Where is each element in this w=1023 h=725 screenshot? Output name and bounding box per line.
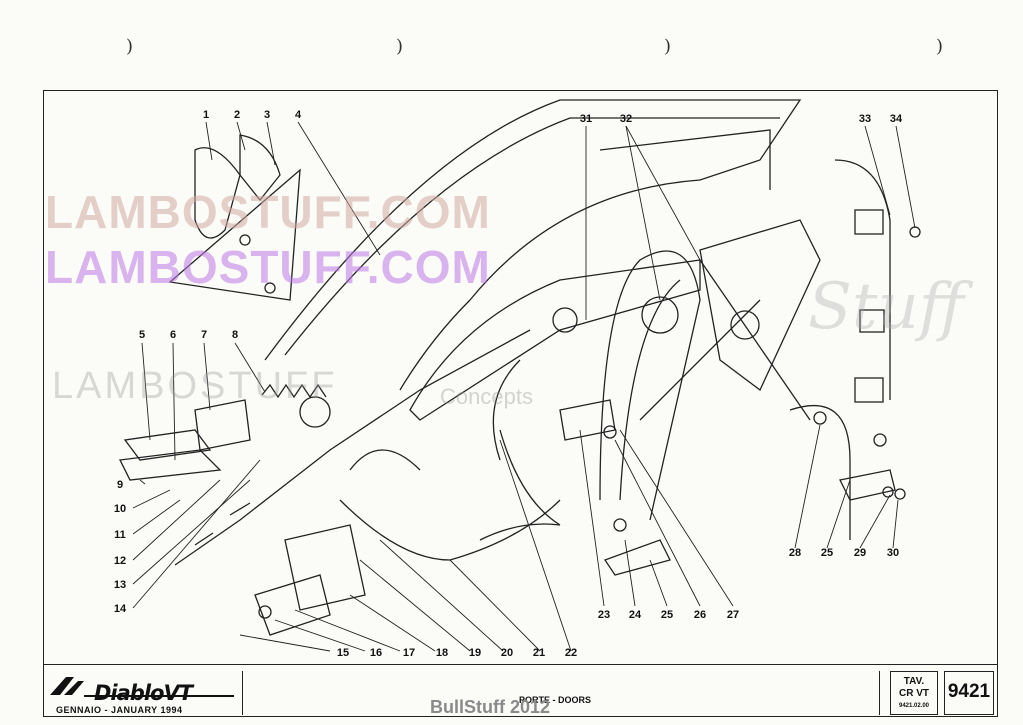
watermark-concepts: Concepts bbox=[440, 384, 533, 409]
description-box: PORTE - DOORS bbox=[242, 671, 880, 715]
bracket-24 bbox=[604, 539, 671, 576]
wiring-harness bbox=[339, 449, 561, 561]
callout-15: 15 bbox=[337, 647, 349, 659]
sheet-number: 9421 bbox=[944, 671, 994, 715]
punch-mark: ) bbox=[396, 36, 404, 57]
callout-28: 28 bbox=[789, 547, 801, 559]
door-panel bbox=[409, 259, 701, 421]
watermark-lambostuff: LAMBOSTUFF.COM bbox=[45, 241, 491, 293]
lock-module bbox=[284, 524, 366, 611]
mirror-glass bbox=[194, 147, 241, 239]
callout-25: 25 bbox=[661, 609, 673, 621]
hinge-plate-a bbox=[123, 429, 212, 461]
callout-3: 3 bbox=[264, 109, 270, 121]
callout-1: 1 bbox=[203, 109, 209, 121]
callout-22: 22 bbox=[565, 647, 577, 659]
tav-label: TAV. bbox=[903, 676, 925, 687]
issue-date: GENNAIO - JANUARY 1994 bbox=[56, 705, 183, 715]
mirror-base bbox=[168, 168, 301, 301]
hinge-plate-b bbox=[119, 449, 222, 481]
callout-33: 33 bbox=[859, 113, 871, 125]
guide-bracket-lower bbox=[854, 377, 884, 403]
stop-bracket-25 bbox=[839, 469, 896, 501]
guide-bracket-middle bbox=[859, 309, 885, 333]
guide-bracket-upper bbox=[854, 209, 884, 235]
regulator-rail-left bbox=[599, 250, 701, 521]
punch-mark: ) bbox=[664, 36, 672, 57]
punch-mark: ) bbox=[936, 36, 944, 57]
logo-text: DiabloVT bbox=[94, 681, 193, 705]
callout-34: 34 bbox=[890, 113, 903, 125]
callout-29: 29 bbox=[854, 547, 866, 559]
callout-24: 24 bbox=[629, 609, 642, 621]
callout-4: 4 bbox=[295, 109, 302, 121]
glass-guide bbox=[834, 159, 891, 400]
door-frame-outline bbox=[264, 99, 802, 391]
callout-13: 13 bbox=[114, 579, 126, 591]
callout-6: 6 bbox=[170, 329, 176, 341]
callout-7: 7 bbox=[201, 329, 207, 341]
callout-9: 9 bbox=[117, 479, 123, 491]
callout-16: 16 bbox=[370, 647, 382, 659]
callout-18: 18 bbox=[436, 647, 448, 659]
door-frame-inner bbox=[284, 117, 780, 356]
regulator-motor bbox=[641, 296, 679, 334]
watermark-stuff-script: Stuff bbox=[808, 270, 965, 344]
callout-31: 31 bbox=[580, 113, 592, 125]
callout-11: 11 bbox=[114, 529, 126, 541]
callout-23: 23 bbox=[598, 609, 610, 621]
regulator-arm bbox=[699, 219, 821, 392]
callout-12: 12 bbox=[114, 555, 126, 567]
callout-10: 10 bbox=[114, 503, 126, 515]
callout-27: 27 bbox=[727, 609, 739, 621]
hinge-plate-c bbox=[194, 399, 251, 451]
mirror-housing bbox=[239, 134, 281, 202]
regulator-cable-loop bbox=[789, 405, 851, 540]
callout-25b: 25 bbox=[821, 547, 833, 559]
regulator-arm-cross bbox=[639, 259, 811, 421]
spring-coil bbox=[261, 383, 327, 399]
regulator-rail-center bbox=[619, 279, 681, 501]
watermark-lambostuff: LAMBOSTUFF bbox=[52, 365, 338, 407]
callout-8: 8 bbox=[232, 329, 238, 341]
callout-26: 26 bbox=[694, 609, 706, 621]
page-title: PORTE - DOORS bbox=[519, 695, 592, 705]
release-cable bbox=[174, 329, 531, 566]
callout-32: 32 bbox=[620, 113, 632, 125]
lock-latch bbox=[254, 574, 331, 636]
callout-19: 19 bbox=[469, 647, 481, 659]
diablo-logo-icon bbox=[50, 677, 234, 697]
callout-14: 14 bbox=[114, 603, 127, 615]
callout-30: 30 bbox=[887, 547, 899, 559]
table-reference: TAV. CR VT 9421.02.00 bbox=[890, 671, 938, 715]
drawing-frame bbox=[43, 90, 998, 665]
watermark-lambostuff: LAMBOSTUFF.COM bbox=[45, 186, 491, 238]
tav-code: 9421.02.00 bbox=[898, 703, 930, 709]
callout-20: 20 bbox=[501, 647, 513, 659]
title-block: DiabloVT GENNAIO - JANUARY 1994 PORTE - … bbox=[43, 665, 998, 717]
tav-model: CR VT bbox=[899, 688, 929, 699]
callout-17: 17 bbox=[403, 647, 415, 659]
callout-5: 5 bbox=[139, 329, 145, 341]
watermark-bullstuff: BullStuff 2012 bbox=[430, 697, 551, 717]
callout-2: 2 bbox=[234, 109, 240, 121]
bracket-26 bbox=[559, 399, 616, 441]
punch-mark: ) bbox=[126, 36, 134, 57]
callout-21: 21 bbox=[533, 647, 545, 659]
mirror-bolt bbox=[239, 234, 251, 246]
